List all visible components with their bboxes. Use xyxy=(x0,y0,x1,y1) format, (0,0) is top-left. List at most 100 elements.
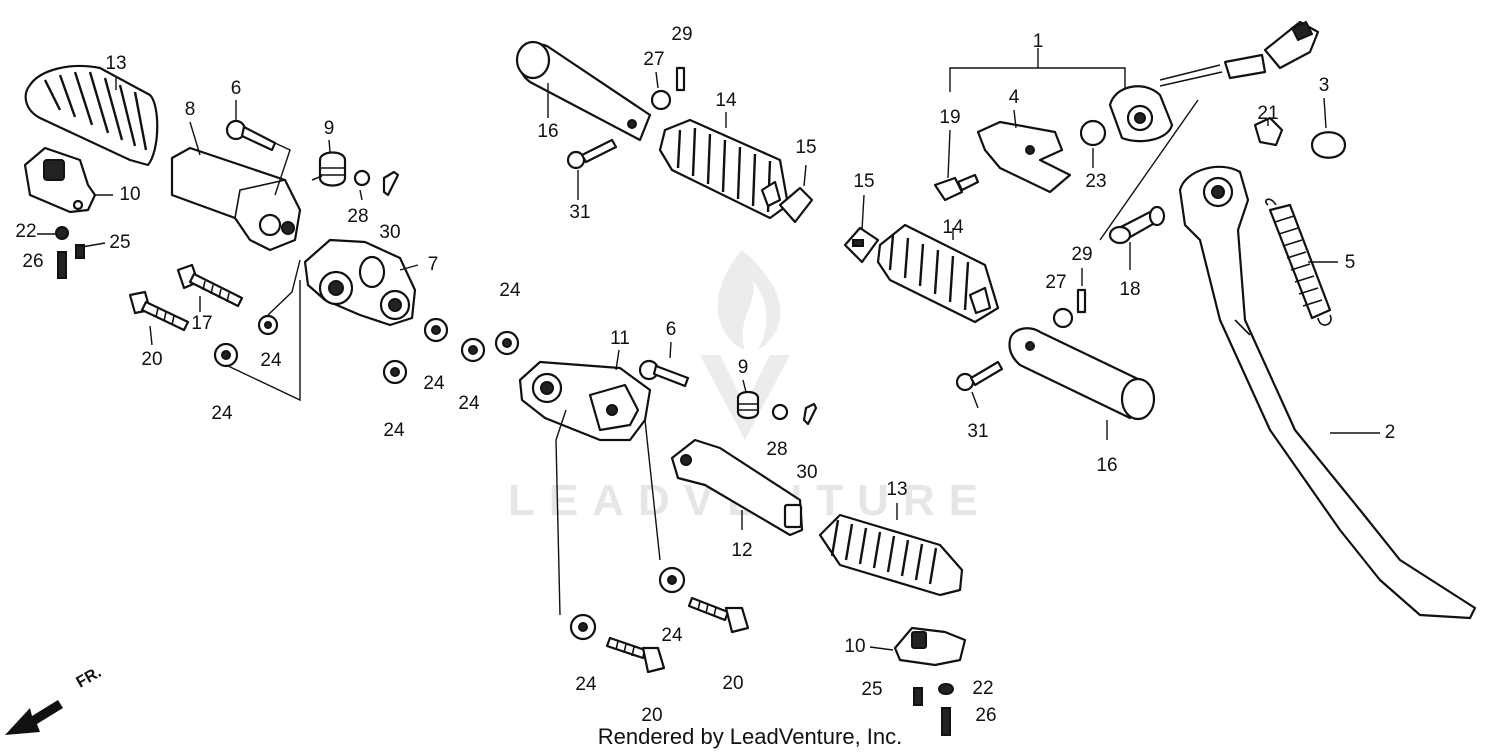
small-hardware-left xyxy=(55,226,85,279)
bolt-20-center-b xyxy=(687,596,750,634)
callout-6: 6 xyxy=(666,319,677,340)
callout-13: 13 xyxy=(105,53,126,74)
callout-10: 10 xyxy=(119,184,140,205)
callout-26: 26 xyxy=(22,251,43,272)
washer-28-left xyxy=(353,169,371,187)
cap-3 xyxy=(1310,131,1347,159)
callout-23: 23 xyxy=(1085,171,1106,192)
bolt-17 xyxy=(176,263,244,308)
callout-31: 31 xyxy=(967,421,988,442)
callout-leaders xyxy=(37,71,1380,651)
tube-16-top xyxy=(515,40,652,142)
sidestand-2 xyxy=(1178,165,1477,620)
callout-24: 24 xyxy=(575,674,597,695)
callout-24: 24 xyxy=(661,625,683,646)
leaders-bracket-7 xyxy=(225,259,301,402)
callout-12: 12 xyxy=(731,540,752,561)
leader-switch-18 xyxy=(1099,99,1199,241)
footpeg-rubber-left xyxy=(24,64,159,167)
callout-15: 15 xyxy=(853,171,874,192)
spring-9-left xyxy=(311,151,347,187)
pivot-18 xyxy=(1108,205,1166,245)
washers-24-left xyxy=(213,314,520,385)
callout-24: 24 xyxy=(458,393,480,414)
callout-29: 29 xyxy=(671,24,692,45)
arm-12 xyxy=(670,438,804,537)
callout-28: 28 xyxy=(347,206,368,227)
callout-24: 24 xyxy=(383,420,405,441)
front-direction-label: FR. xyxy=(74,664,105,692)
pin-6-center xyxy=(638,359,690,388)
pin-31-right xyxy=(955,360,1004,392)
callout-31: 31 xyxy=(569,202,590,223)
callout-10: 10 xyxy=(844,636,865,657)
washer-15-right xyxy=(843,226,880,264)
pin-29-top xyxy=(675,66,686,92)
callout-24: 24 xyxy=(423,373,445,394)
bolt-20-left xyxy=(128,290,190,332)
callout-17: 17 xyxy=(191,313,212,334)
callout-7: 7 xyxy=(428,254,439,275)
cotter-30-left xyxy=(382,170,400,197)
switch-assembly-1 xyxy=(1108,20,1320,143)
holder-11 xyxy=(518,360,652,442)
callout-18: 18 xyxy=(1119,279,1140,300)
callout-15: 15 xyxy=(795,137,816,158)
pin-31-top xyxy=(566,138,618,170)
callout-19: 19 xyxy=(939,107,960,128)
washer-28-center xyxy=(771,403,789,421)
spring-5 xyxy=(1265,198,1332,326)
callout-22: 22 xyxy=(15,221,36,242)
callout-27: 27 xyxy=(643,49,664,70)
callout-16: 16 xyxy=(537,121,558,142)
rubber-13-center xyxy=(818,513,964,597)
callout-numbers: 13 8 6 9 10 22 25 26 28 30 7 17 20 24 24… xyxy=(15,24,1395,726)
callout-9: 9 xyxy=(324,118,335,139)
callout-1: 1 xyxy=(1033,31,1044,52)
leaders-holder-11 xyxy=(555,409,661,616)
callout-4: 4 xyxy=(1009,87,1020,108)
callout-21: 21 xyxy=(1257,103,1278,124)
callout-6: 6 xyxy=(231,78,242,99)
peg-arm-8 xyxy=(170,146,302,252)
callout-11: 11 xyxy=(610,328,630,349)
callout-16: 16 xyxy=(1096,455,1117,476)
callout-20: 20 xyxy=(722,673,743,694)
callout-14: 14 xyxy=(715,90,737,111)
callout-24: 24 xyxy=(499,280,521,301)
tube-16-right xyxy=(1008,327,1156,421)
rubber-14-top xyxy=(658,118,790,220)
leader-bracket-1 xyxy=(949,67,1126,92)
pin-29-right xyxy=(1076,288,1087,314)
callout-13: 13 xyxy=(886,479,907,500)
callout-5: 5 xyxy=(1345,252,1356,273)
callout-25: 25 xyxy=(861,679,882,700)
render-credit: Rendered by LeadVenture, Inc. xyxy=(597,724,903,749)
peg-bracket-10-left xyxy=(23,146,97,214)
rubber-14-right xyxy=(876,223,1000,324)
callout-20: 20 xyxy=(641,705,662,726)
washer-23 xyxy=(1079,119,1107,147)
washer-27-top xyxy=(650,89,672,111)
callout-27: 27 xyxy=(1045,272,1066,293)
callout-20: 20 xyxy=(141,349,162,370)
callout-28: 28 xyxy=(766,439,787,460)
washer-27-right xyxy=(1052,307,1074,329)
callout-29: 29 xyxy=(1071,244,1092,265)
callout-30: 30 xyxy=(796,462,817,483)
callout-8: 8 xyxy=(185,99,196,120)
callout-22: 22 xyxy=(972,678,993,699)
callout-24: 24 xyxy=(260,350,282,371)
bolt-20-center-a xyxy=(605,636,666,674)
callout-9: 9 xyxy=(738,357,749,378)
spring-9-center xyxy=(736,390,760,420)
callout-2: 2 xyxy=(1385,422,1396,443)
callout-25: 25 xyxy=(109,232,130,253)
washers-24-center xyxy=(569,566,686,641)
callout-30: 30 xyxy=(379,222,400,243)
hardware-center xyxy=(913,683,954,736)
plate-4 xyxy=(976,120,1072,194)
bracket-10-center xyxy=(893,626,967,667)
pin-6-left xyxy=(225,119,291,196)
